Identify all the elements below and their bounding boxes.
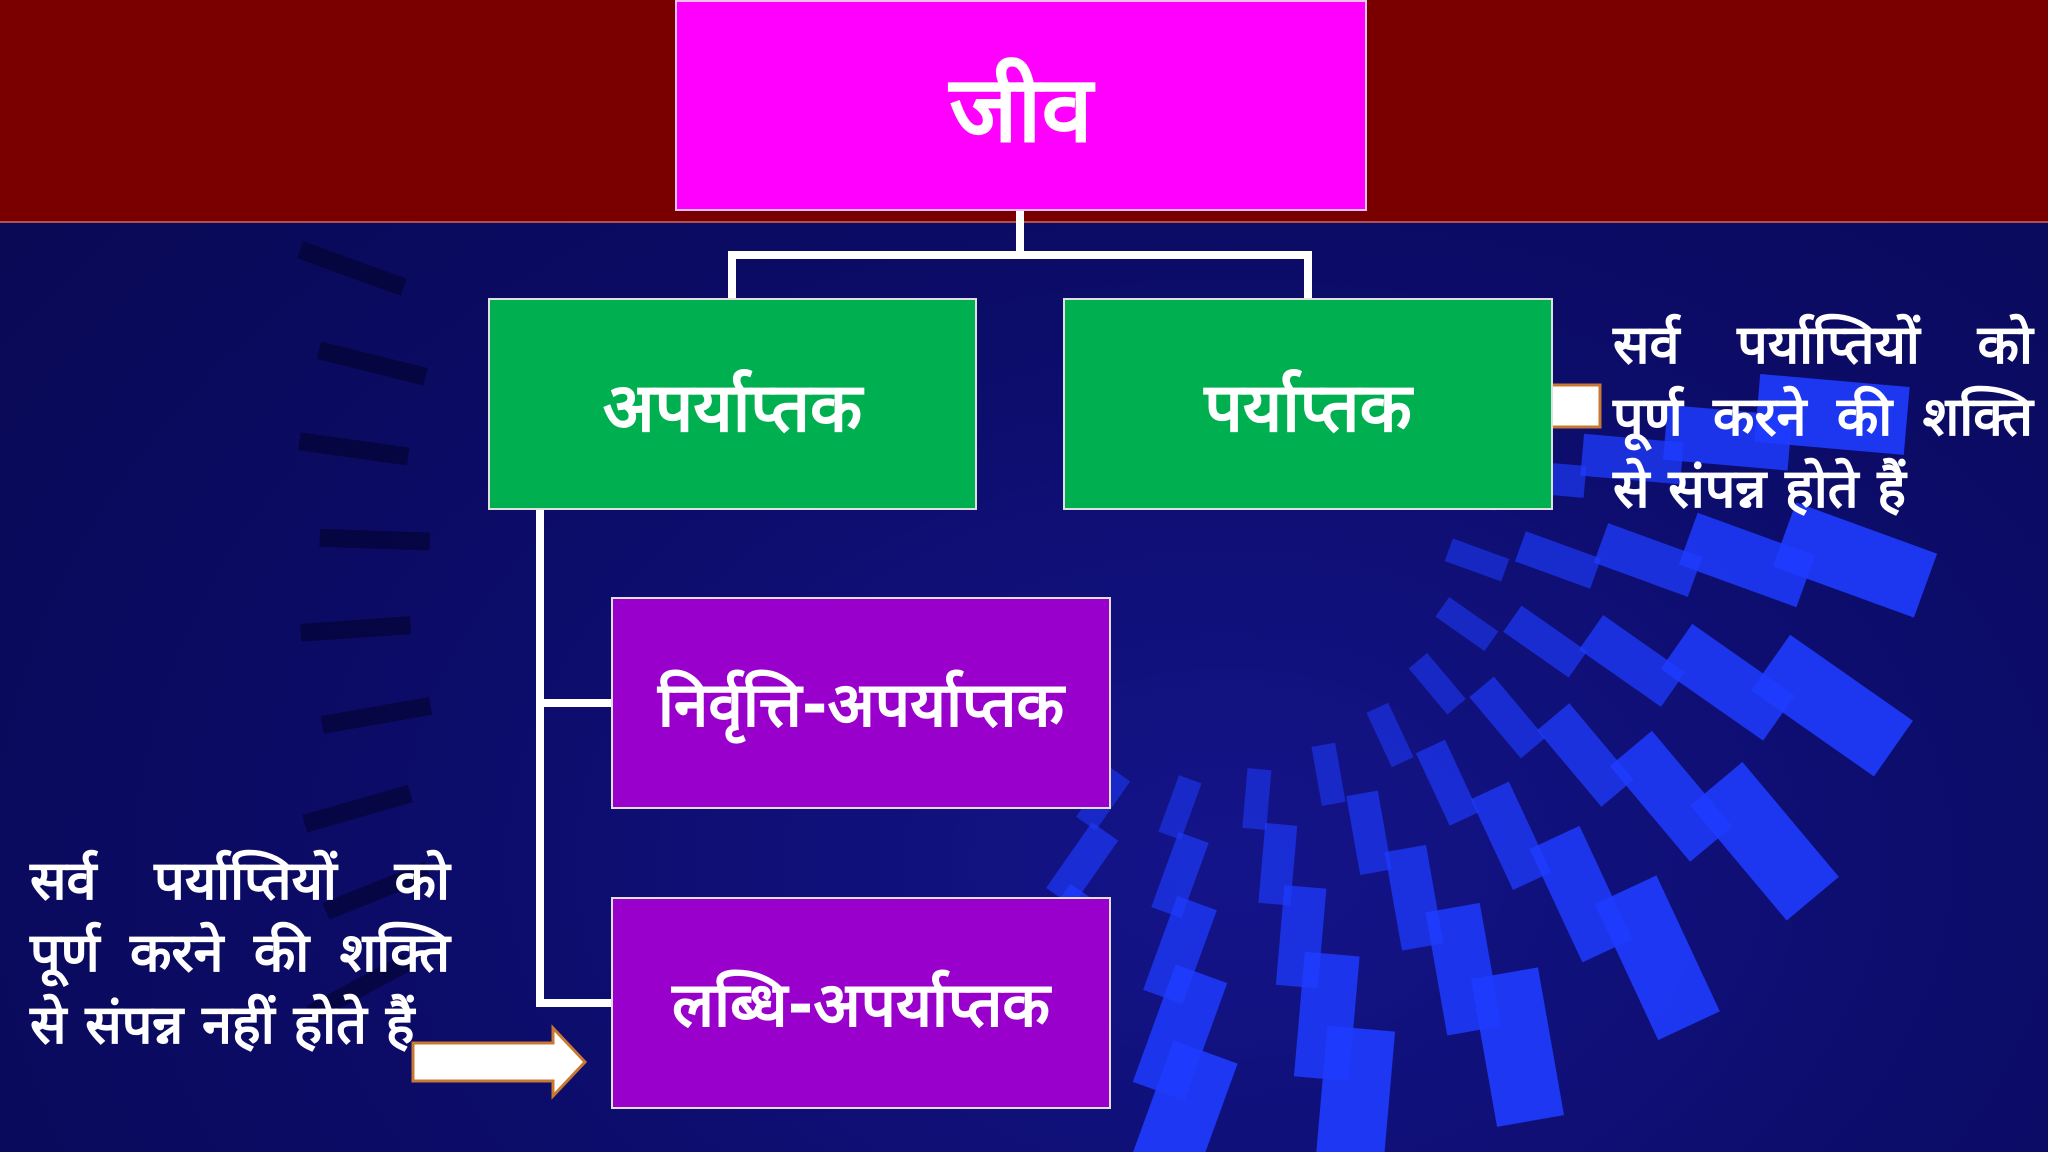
- node-nirvritti-label: निर्वृत्ति-अपर्याप्तक: [657, 668, 1065, 741]
- node-paryaptak-label: पर्याप्तक: [1204, 368, 1412, 448]
- decor-tile: [1594, 875, 1720, 1041]
- decor-tile: [1314, 1025, 1396, 1152]
- decor-bar: [297, 241, 407, 296]
- node-nirvritti-aparyaptak: निर्वृत्ति-अपर्याप्तक: [611, 597, 1111, 809]
- note-paryaptak: सर्व पर्याप्तियों को पूर्ण करने की शक्ति…: [1613, 313, 2033, 520]
- decor-tile: [1444, 538, 1510, 582]
- node-labdhi-aparyaptak: लब्धि-अपर्याप्तक: [611, 897, 1111, 1109]
- radial-tiles: [297, 241, 1938, 1152]
- decor-tile: [1751, 634, 1913, 777]
- node-aparyaptak-label: अपर्याप्तक: [602, 368, 863, 448]
- decor-tile: [1311, 742, 1346, 806]
- root-node-label: जीव: [949, 56, 1093, 163]
- decor-tile: [1046, 822, 1119, 907]
- decor-tile: [1514, 531, 1602, 589]
- decor-tile: [1754, 374, 1910, 455]
- decor-tile: [1469, 676, 1546, 759]
- decor-tile: [1435, 597, 1499, 652]
- decor-tile: [1660, 623, 1795, 741]
- node-labdhi-label: लब्धि-अपर्याप्तक: [671, 968, 1051, 1041]
- note-labdhi: सर्व पर्याप्तियों को पूर्ण करने की शक्ति…: [30, 849, 450, 1056]
- decor-tile: [1537, 703, 1634, 807]
- decor-tile: [1132, 964, 1228, 1101]
- node-aparyaptak: अपर्याप्तक: [488, 298, 977, 510]
- decor-tile: [1158, 775, 1202, 840]
- decor-tile: [1690, 761, 1839, 921]
- root-node: जीव: [675, 0, 1367, 211]
- decor-bar: [300, 616, 412, 642]
- decor-tile: [1242, 768, 1272, 830]
- decor-tile: [1122, 1040, 1238, 1152]
- decor-bar: [320, 696, 432, 734]
- right-arrow-icon: [411, 1024, 588, 1100]
- decor-tile: [1609, 730, 1733, 862]
- decor-tile: [1470, 967, 1565, 1127]
- decor-tile: [1503, 605, 1588, 678]
- decor-bar: [322, 861, 432, 920]
- decor-bar: [298, 432, 410, 466]
- decor-tile: [1258, 823, 1298, 906]
- decor-tile: [1593, 523, 1703, 597]
- decor-tile: [1470, 781, 1552, 890]
- decor-tile: [1151, 831, 1209, 919]
- decor-bar: [302, 784, 413, 833]
- decor-tile: [1772, 502, 1938, 618]
- node-paryaptak: पर्याप्तक: [1063, 298, 1553, 510]
- decor-bar: [316, 341, 428, 386]
- decor-tile: [1143, 895, 1217, 1005]
- decor-tile: [1579, 615, 1686, 707]
- decor-bar: [306, 954, 413, 1022]
- decor-tile: [1415, 739, 1479, 826]
- decor-tile: [1366, 702, 1414, 768]
- decor-tile: [1580, 433, 1684, 485]
- decor-tile: [1408, 653, 1466, 715]
- decor-tile: [1678, 512, 1816, 608]
- decor-bar: [319, 528, 430, 551]
- decor-tile: [1346, 790, 1392, 875]
